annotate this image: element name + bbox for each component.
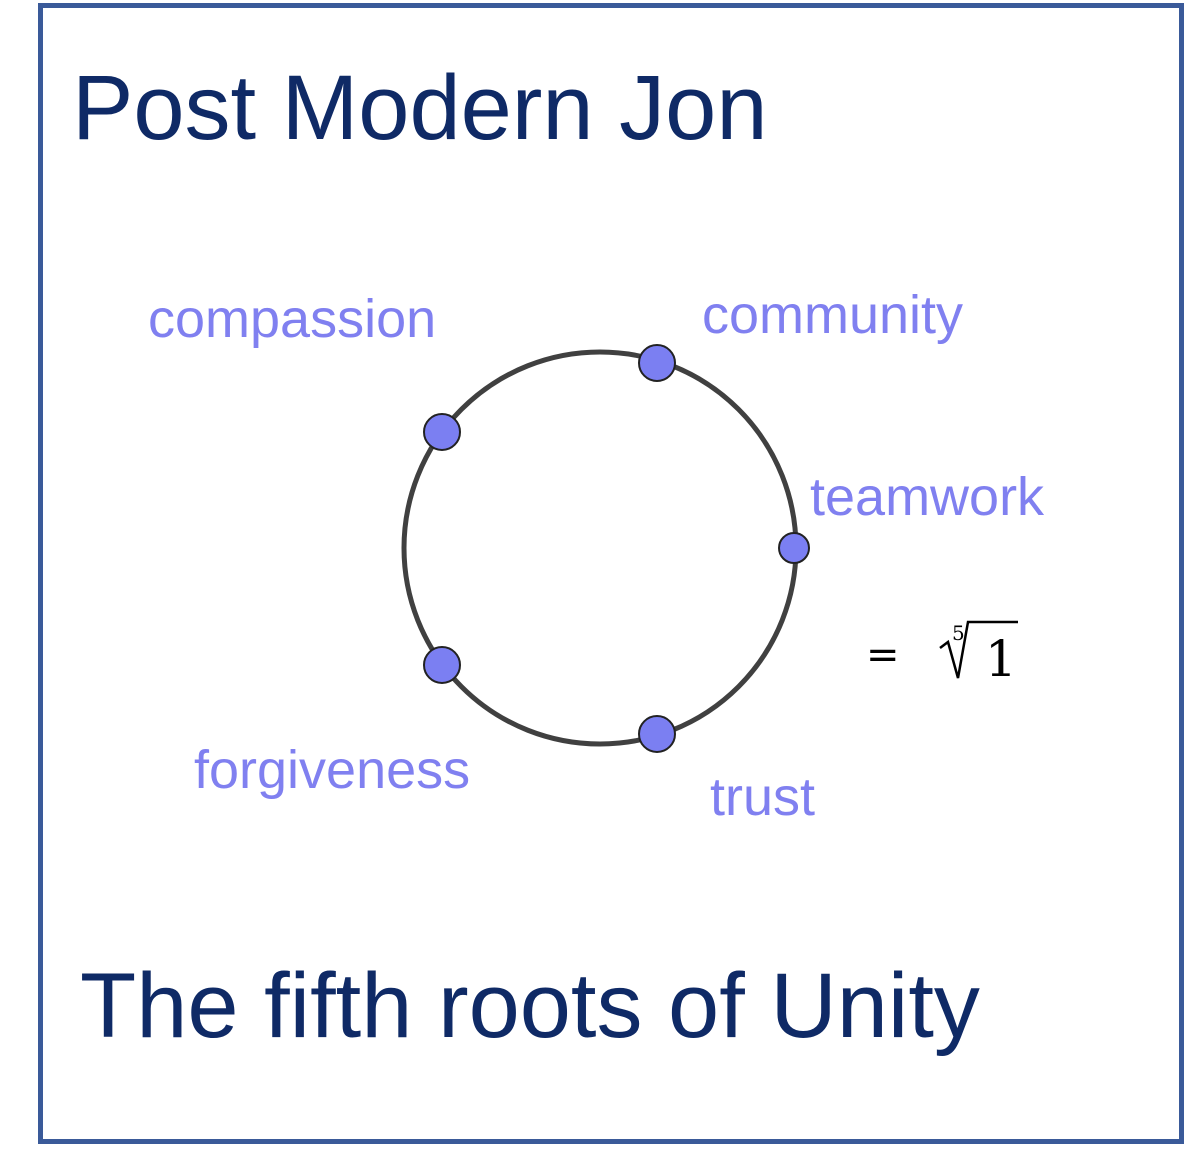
root-label-teamwork: teamwork [810, 467, 1045, 527]
root-label-trust: trust [710, 767, 815, 827]
root-point-compassion [423, 413, 461, 451]
equals-sign: = [866, 632, 900, 678]
root-label-community: community [702, 285, 963, 345]
unit-circle [401, 349, 799, 747]
root-label-forgiveness: forgiveness [194, 740, 470, 800]
root-point-teamwork [778, 532, 810, 564]
radical-sign-icon [939, 620, 1018, 679]
fifth-root-of-one-equation: = 5 1 [866, 620, 1018, 688]
page-caption: The fifth roots of Unity [80, 955, 980, 1057]
radical-index: 5 [952, 621, 965, 645]
root-point-forgiveness [423, 646, 461, 684]
root-point-community [638, 344, 676, 382]
image-frame [38, 3, 1184, 1144]
root-point-trust [638, 715, 676, 753]
page-title: Post Modern Jon [72, 57, 768, 159]
root-label-compassion: compassion [148, 289, 436, 349]
radicand: 1 [985, 630, 1017, 688]
